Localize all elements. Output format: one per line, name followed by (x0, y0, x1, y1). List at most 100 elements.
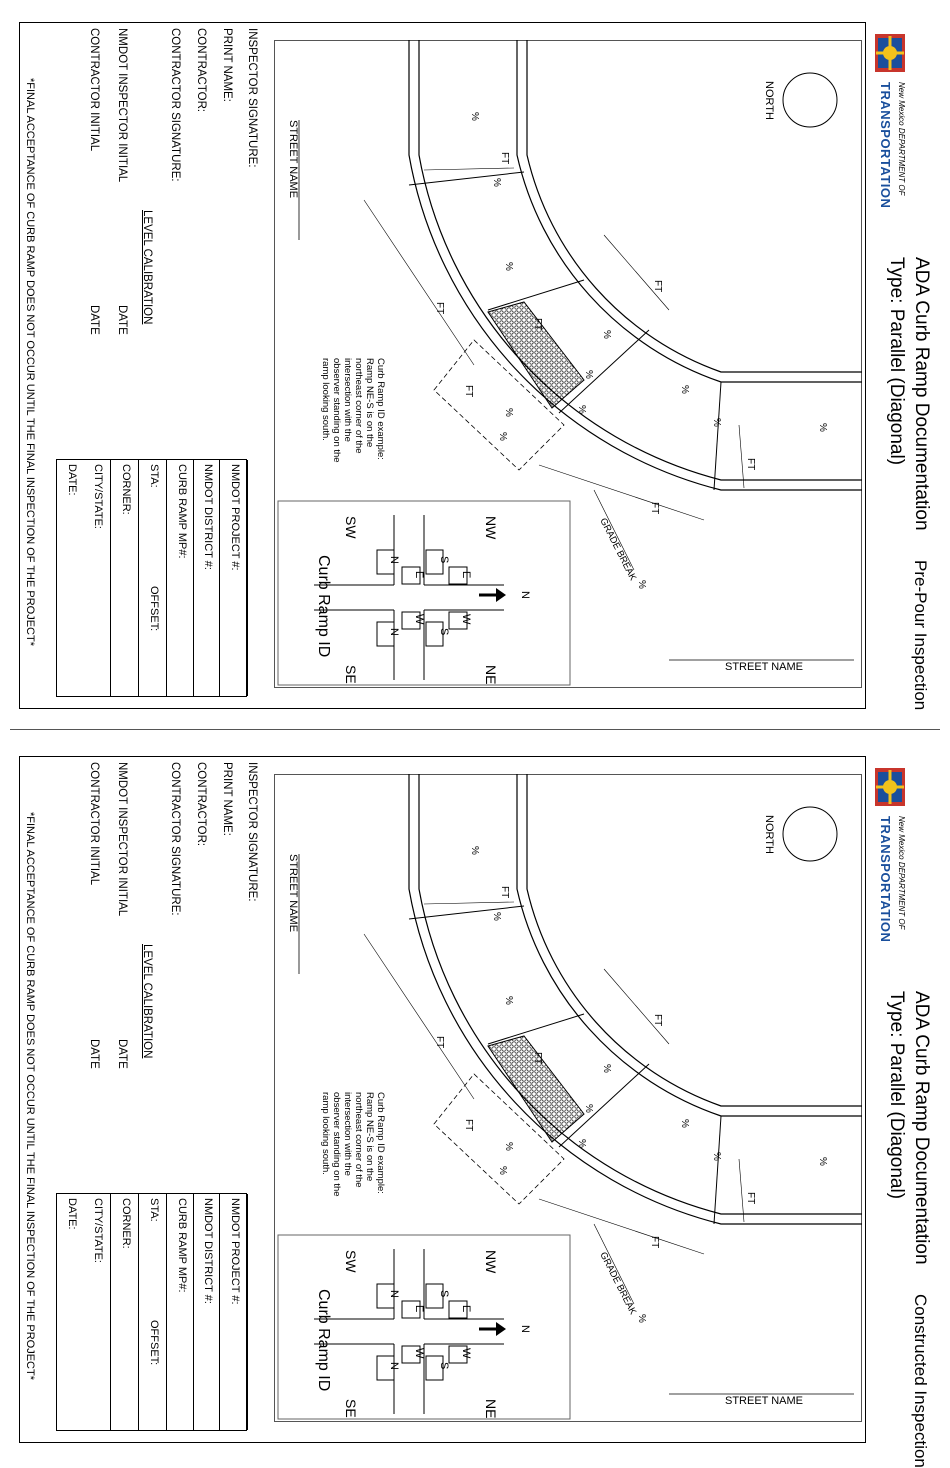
svg-text:%: % (469, 846, 480, 855)
svg-text:W: W (460, 614, 472, 625)
svg-text:FT: FT (652, 1014, 663, 1026)
grade-break-label: GRADE BREAK (597, 1250, 638, 1317)
nmdot-inspector-initial-label: NMDOT INSPECTOR INITIAL (116, 28, 128, 183)
nmdot-district-label: NMDOT DISTRICT #: (202, 464, 214, 570)
inspector-signature-label: INSPECTOR SIGNATURE: (246, 762, 258, 902)
svg-text:NE: NE (483, 1399, 499, 1418)
svg-text:%: % (491, 912, 502, 921)
grade-break-label: GRADE BREAK (597, 516, 638, 583)
curb-ramp-id-legend: N NW NE SW SE Curb Ramp ID S N E E S N W… (277, 500, 571, 686)
corner-label: CORNER: (120, 464, 132, 515)
inspector-date-label: DATE (116, 305, 128, 335)
street-name-left: STREET NAME (287, 120, 299, 198)
contractor-signature-label: CONTRACTOR SIGNATURE: (169, 28, 181, 182)
svg-text:FT: FT (652, 280, 663, 292)
nmdot-project-label: NMDOT PROJECT #: (229, 464, 241, 571)
svg-text:S: S (438, 1290, 450, 1297)
logo-state-text: New Mexico DEPARTMENT OF (897, 82, 906, 196)
svg-text:W: W (413, 614, 425, 625)
svg-text:northeast corner of the: northeast corner of the (353, 1092, 364, 1188)
inspection-type: Constructed Inspection (911, 1294, 930, 1468)
svg-text:ramp looking south.: ramp looking south. (320, 358, 331, 441)
svg-text:observer standing on the: observer standing on the (331, 358, 342, 463)
contractor-signature-label: CONTRACTOR SIGNATURE: (169, 762, 181, 916)
svg-text:%: % (503, 408, 514, 417)
svg-text:%: % (711, 1152, 722, 1161)
nmdot-logo (874, 766, 906, 960)
svg-text:S: S (438, 628, 450, 635)
logo-state-text: New Mexico DEPARTMENT OF (897, 816, 906, 930)
svg-text:%: % (817, 423, 828, 432)
svg-text:%: % (711, 418, 722, 427)
svg-text:S: S (438, 1362, 450, 1369)
svg-text:%: % (576, 405, 587, 414)
curb-ramp-id-legend: N NW NE SW SE Curb Ramp ID S N E E S N W… (277, 1234, 571, 1420)
svg-text:FT: FT (463, 1119, 474, 1131)
sheet-border (19, 756, 866, 1443)
logo-agency-text: TRANSPORTATION (878, 816, 893, 943)
svg-text:N: N (388, 1362, 400, 1370)
svg-text:Curb Ramp ID: Curb Ramp ID (315, 1289, 332, 1391)
level-calibration-label: LEVEL CALIBRATION (141, 210, 153, 325)
form-sheet-constructed: New Mexico DEPARTMENT OF TRANSPORTATION … (0, 734, 950, 1468)
form-sheet-pre-pour: New Mexico DEPARTMENT OF TRANSPORTATION … (0, 0, 950, 715)
svg-text:%: % (497, 1166, 508, 1175)
north-circle (782, 806, 838, 862)
svg-text:%: % (583, 370, 594, 379)
svg-text:observer standing on the: observer standing on the (331, 1092, 342, 1197)
print-name-label: PRINT NAME: (221, 28, 233, 102)
svg-text:%: % (636, 1314, 647, 1323)
contractor-initial-label: CONTRACTOR INITIAL (88, 28, 100, 152)
svg-text:Ramp NE-S is on the: Ramp NE-S is on the (364, 358, 375, 447)
svg-text:FT: FT (463, 385, 474, 397)
svg-text:northeast corner of the: northeast corner of the (353, 358, 364, 454)
nmdot-inspector-initial-label: NMDOT INSPECTOR INITIAL (116, 762, 128, 917)
ramp-type: Type: Parallel (Diagonal) (886, 257, 907, 466)
svg-text:%: % (503, 996, 514, 1005)
svg-text:%: % (601, 330, 612, 339)
contractor-label: CONTRACTOR: (195, 762, 207, 847)
svg-text:intersection with the: intersection with the (342, 358, 353, 442)
svg-text:%: % (576, 1139, 587, 1148)
svg-text:SW: SW (343, 1250, 359, 1273)
corner-label: CORNER: (120, 1198, 132, 1249)
project-info-table: NMDOT PROJECT #: NMDOT DISTRICT #: CURB … (56, 459, 248, 697)
svg-text:N: N (519, 1325, 531, 1333)
svg-text:N: N (519, 591, 531, 599)
contractor-date-label: DATE (88, 305, 100, 335)
project-info-table: NMDOT PROJECT #: NMDOT DISTRICT #: CURB … (56, 1193, 248, 1431)
svg-text:E: E (413, 571, 425, 578)
svg-text:%: % (583, 1104, 594, 1113)
street-name-left: STREET NAME (287, 854, 299, 932)
sheet-border (19, 22, 866, 709)
svg-text:N: N (388, 1290, 400, 1298)
ramp-id-example-note: Curb Ramp ID example: Ramp NE-S is on th… (320, 358, 386, 463)
svg-text:NE: NE (483, 665, 499, 684)
city-state-label: CITY/STATE: (92, 1198, 104, 1263)
inspector-date-label: DATE (116, 1039, 128, 1069)
svg-text:FT: FT (745, 458, 756, 470)
ramp-drawing: NORTH FT FT FT FT FT FT FT % (274, 774, 862, 1422)
final-acceptance-disclaimer: *FINAL ACCEPTANCE OF CURB RAMP DOES NOT … (24, 78, 36, 647)
svg-text:%: % (679, 385, 690, 394)
curb-ramp-mp-label: CURB RAMP MP#: (176, 1198, 188, 1293)
svg-text:W: W (413, 1348, 425, 1359)
svg-text:Ramp NE-S is on the: Ramp NE-S is on the (364, 1092, 375, 1181)
sta-label: STA: (148, 464, 160, 488)
svg-text:FT: FT (745, 1192, 756, 1204)
north-circle (782, 72, 838, 128)
nmdot-project-label: NMDOT PROJECT #: (229, 1198, 241, 1305)
svg-text:%: % (817, 1157, 828, 1166)
svg-text:%: % (503, 262, 514, 271)
svg-text:Curb Ramp ID example:: Curb Ramp ID example: (375, 358, 386, 460)
ramp-type: Type: Parallel (Diagonal) (886, 991, 907, 1200)
date-label: DATE: (66, 1198, 78, 1230)
svg-text:FT: FT (649, 502, 660, 514)
svg-text:Curb Ramp ID: Curb Ramp ID (315, 555, 332, 657)
svg-text:%: % (469, 112, 480, 121)
contractor-date-label: DATE (88, 1039, 100, 1069)
svg-text:FT: FT (434, 1036, 445, 1048)
date-label: DATE: (66, 464, 78, 496)
svg-text:FT: FT (532, 1052, 543, 1064)
svg-text:%: % (491, 178, 502, 187)
